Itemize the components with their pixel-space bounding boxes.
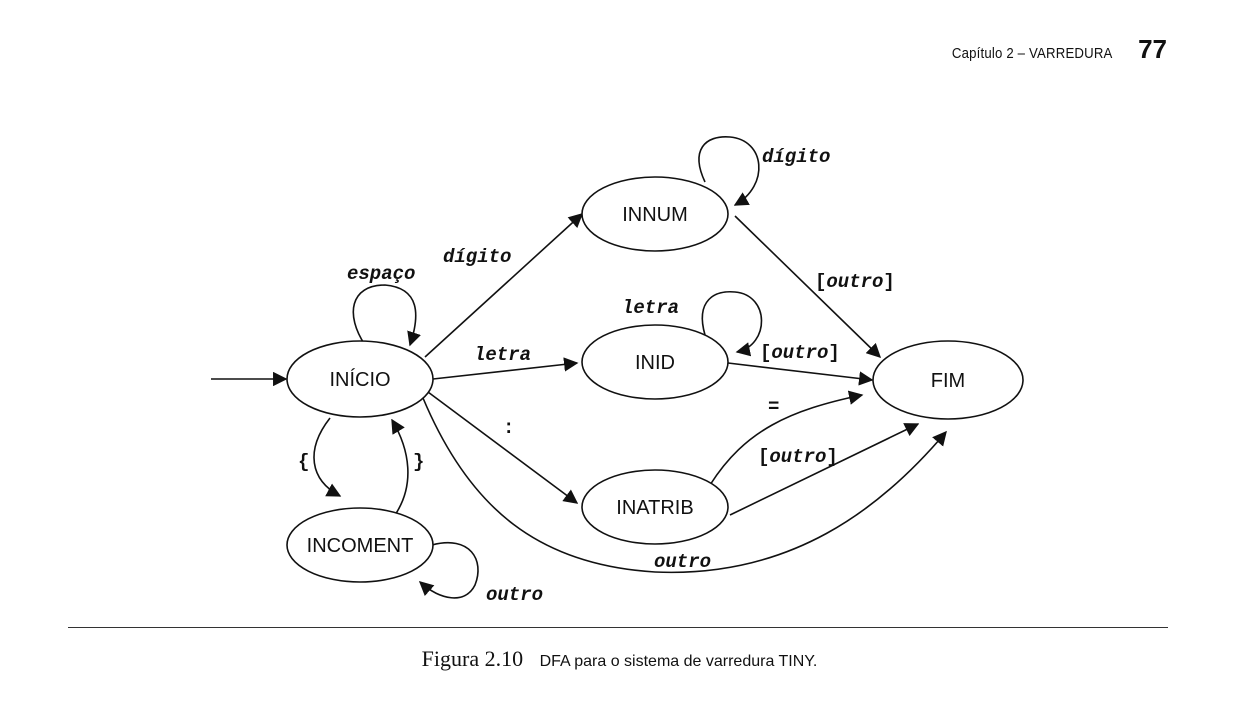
edge-inicio-inid bbox=[432, 357, 579, 380]
edge-inid-self bbox=[701, 290, 763, 357]
label-inicio-inid: letra bbox=[474, 344, 531, 366]
state-fim bbox=[872, 340, 1024, 420]
label-inid-fim: [outro] bbox=[760, 342, 840, 364]
caption-divider bbox=[68, 627, 1168, 628]
label-inatrib-fim-eq: = bbox=[768, 396, 779, 418]
dfa-diagram: INÍCIO INNUM INID INATRIB INCOMENT FIM e… bbox=[211, 136, 1024, 606]
label-innum-self: dígito bbox=[762, 146, 830, 168]
label-inicio-self: espaço bbox=[347, 263, 415, 285]
edge-innum-self bbox=[698, 136, 760, 206]
page-header: Capítulo 2 – VARREDURA 77 bbox=[930, 34, 1167, 65]
state-inid bbox=[581, 324, 729, 400]
page-number: 77 bbox=[1138, 34, 1167, 64]
label-inid-fim-text: outro bbox=[771, 342, 828, 364]
label-inicio-incoment: { bbox=[298, 451, 309, 473]
label-inicio-fim: outro bbox=[654, 551, 711, 573]
state-label-incoment: INCOMENT bbox=[307, 535, 414, 557]
edge-incoment-self bbox=[418, 542, 479, 599]
label-innum-fim-text: outro bbox=[826, 271, 883, 293]
state-inatrib bbox=[581, 469, 729, 545]
label-incoment-inicio: } bbox=[413, 451, 424, 473]
edge-inicio-incoment bbox=[313, 417, 342, 497]
edge-inicio-inatrib bbox=[427, 391, 579, 504]
figure-caption: Figura 2.10 DFA para o sistema de varred… bbox=[0, 646, 1239, 672]
edge-innum-fim bbox=[734, 215, 882, 359]
state-label-inatrib: INATRIB bbox=[616, 497, 693, 519]
edge-inicio-fim bbox=[422, 397, 947, 574]
label-incoment-self: outro bbox=[486, 584, 543, 606]
edge-inid-fim bbox=[727, 362, 874, 386]
label-inid-self: letra bbox=[622, 297, 679, 319]
edge-inicio-innum bbox=[424, 213, 584, 358]
label-innum-fim: [outro] bbox=[815, 271, 895, 293]
edge-inatrib-fim-eq bbox=[709, 390, 864, 486]
state-label-innum: INNUM bbox=[622, 204, 688, 226]
state-innum bbox=[581, 176, 729, 252]
edge-inicio-self bbox=[352, 284, 421, 347]
edge-incoment-inicio bbox=[391, 418, 409, 516]
state-label-fim: FIM bbox=[931, 370, 965, 392]
label-inicio-inatrib: : bbox=[503, 417, 514, 439]
state-inicio bbox=[286, 340, 434, 418]
state-label-inicio: INÍCIO bbox=[329, 368, 390, 391]
figure-number: Figura 2.10 bbox=[421, 646, 524, 671]
label-inatrib-fim-other: [outro] bbox=[758, 446, 838, 468]
state-incoment bbox=[286, 507, 434, 583]
label-inicio-innum: dígito bbox=[443, 246, 511, 268]
label-inatrib-fim-other-text: outro bbox=[769, 446, 826, 468]
state-label-inid: INID bbox=[635, 352, 675, 374]
chapter-title: Capítulo 2 – VARREDURA bbox=[951, 45, 1113, 62]
edge-inatrib-fim-other bbox=[729, 423, 920, 516]
figure-caption-text: DFA para o sistema de varredura TINY. bbox=[539, 653, 818, 670]
